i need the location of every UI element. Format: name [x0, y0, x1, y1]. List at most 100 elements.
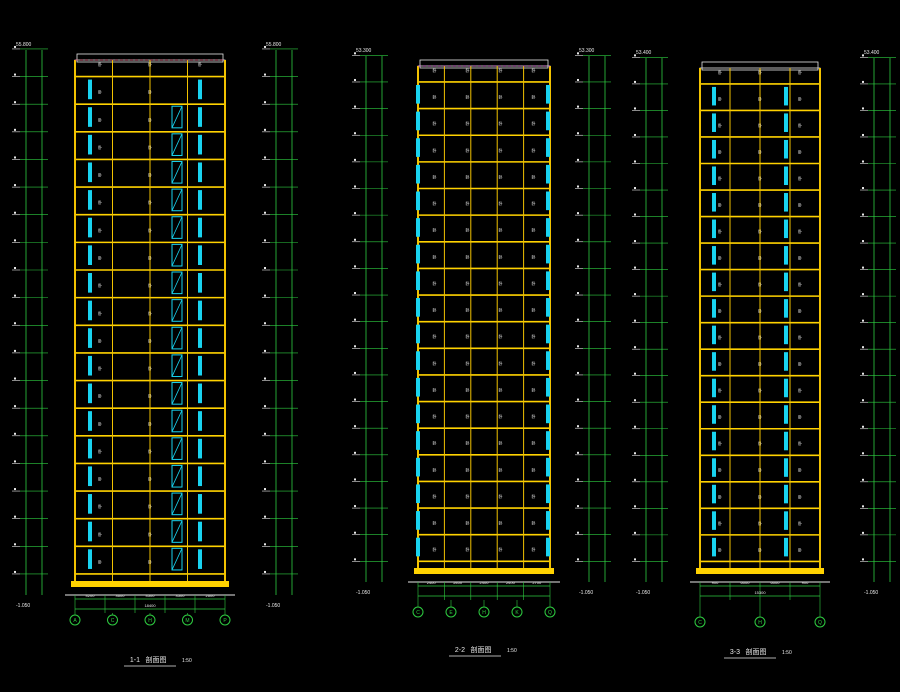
window-strip — [546, 324, 550, 344]
elevation-dot — [354, 505, 356, 508]
room-label: 卧 — [499, 147, 503, 153]
stair-flight — [171, 464, 183, 488]
elevation-dot — [862, 293, 864, 296]
room-label: 卧 — [718, 361, 722, 367]
room-label: 卧 — [98, 337, 102, 343]
elevation-dot — [634, 372, 636, 375]
room-label: 卧 — [499, 307, 503, 313]
elevation-dot — [634, 266, 636, 269]
bottom-elevation-right: -1.050 — [579, 590, 593, 596]
room-label: 卧 — [532, 120, 536, 126]
window-strip — [88, 549, 92, 569]
stair-flight — [171, 326, 183, 350]
room-label: 卧 — [466, 360, 470, 366]
room-label: 卧 — [798, 414, 802, 420]
room-label: 卧 — [532, 386, 536, 392]
window-strip — [712, 193, 716, 212]
elevation-dot — [862, 133, 864, 136]
room-label: 卧 — [798, 122, 802, 128]
window-strip — [712, 352, 716, 371]
window-strip — [712, 405, 716, 424]
window-strip — [712, 272, 716, 292]
room-label: 卧 — [499, 120, 503, 126]
ground-slab — [414, 568, 554, 574]
window-strip — [416, 537, 420, 557]
elevation-dot — [264, 405, 266, 408]
elevation-dot — [14, 184, 16, 187]
elevation-dot — [634, 346, 636, 349]
room-label: 卧 — [499, 200, 503, 206]
room-label: 卧 — [98, 144, 102, 150]
window-strip — [712, 139, 716, 159]
room-label: 卧 — [798, 387, 802, 393]
elevation-dot — [14, 128, 16, 131]
window-strip — [546, 351, 550, 370]
stair-flight — [171, 354, 183, 377]
elevation-dot — [862, 187, 864, 190]
stair-flight — [171, 133, 183, 156]
window-strip — [546, 191, 550, 211]
stair-flight — [171, 271, 183, 295]
window-strip — [546, 271, 550, 291]
elevation-dot — [862, 346, 864, 349]
window-strip — [88, 107, 92, 127]
top-elevation-left: 55.800 — [16, 42, 32, 48]
elevation-dot — [862, 399, 864, 402]
room-label: 卧 — [532, 520, 536, 526]
elevation-dot — [264, 267, 266, 269]
section-title-text: 剖面图 — [471, 645, 492, 654]
window-strip — [198, 245, 202, 265]
room-label: 卧 — [798, 228, 802, 234]
elevation-dot — [634, 80, 636, 83]
window-strip — [198, 438, 202, 459]
elevation-dot — [354, 318, 356, 321]
window-strip — [416, 84, 420, 104]
axis-bubble — [182, 614, 193, 626]
window-strip — [416, 218, 420, 237]
room-label: 卧 — [499, 333, 503, 339]
room-label: 卧 — [466, 307, 470, 313]
room-label: 卧 — [798, 546, 802, 552]
room-label: 卧 — [98, 310, 102, 316]
room-label: 卧 — [499, 413, 503, 419]
elevation-dot — [264, 211, 266, 214]
window-strip — [784, 484, 788, 504]
elevation-dot — [14, 294, 16, 297]
window-strip — [198, 217, 202, 238]
window-strip — [784, 405, 788, 424]
window-strip — [784, 431, 788, 451]
room-label: 卧 — [499, 360, 503, 366]
axis-bubble — [445, 606, 457, 618]
window-strip — [198, 411, 202, 431]
window-strip — [712, 484, 716, 504]
window-strip — [88, 466, 92, 487]
room-label: 卧 — [718, 281, 722, 287]
elevation-dot — [264, 377, 266, 380]
elevation-dot — [354, 105, 356, 108]
window-strip — [712, 458, 716, 477]
window-strip — [784, 86, 788, 106]
window-strip — [88, 217, 92, 238]
axis-label: C — [698, 620, 702, 626]
window-strip — [712, 511, 716, 530]
bottom-elevation-left: -1.050 — [16, 603, 30, 609]
window-strip — [198, 549, 202, 569]
elevation-dot — [634, 531, 636, 534]
elevation-dot — [264, 349, 266, 352]
room-label: 卧 — [98, 558, 102, 564]
window-strip — [712, 378, 716, 398]
window-strip — [784, 352, 788, 371]
sub-dimension: 2400 — [480, 580, 490, 585]
room-label: 卧 — [466, 440, 470, 446]
room-label: 卧 — [98, 420, 102, 426]
elevation-dot — [577, 505, 579, 508]
elevation-dot — [354, 451, 356, 454]
axis-label: H — [148, 618, 152, 624]
elevation-dot — [354, 78, 356, 81]
axis-bubble — [412, 606, 424, 618]
ground-slab — [696, 568, 824, 574]
sub-dimension: 3500 — [176, 593, 186, 598]
window-strip — [546, 84, 550, 104]
elevation-dot — [634, 425, 636, 428]
room-label: 卧 — [532, 93, 536, 99]
